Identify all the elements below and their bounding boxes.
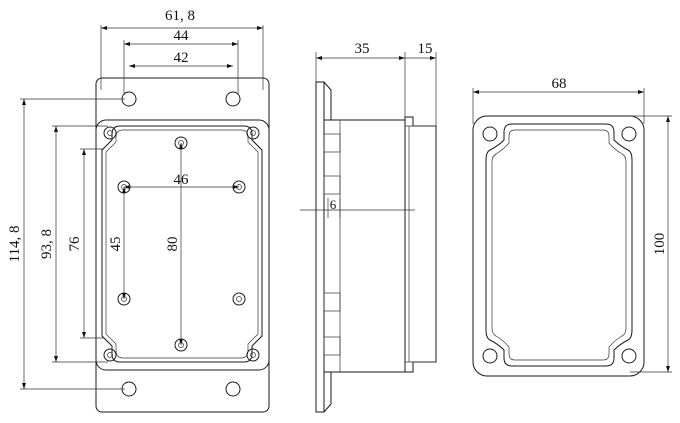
dim-wall: 6 bbox=[330, 197, 337, 212]
dim-total-height: 114, 8 bbox=[7, 226, 23, 263]
side-body bbox=[323, 119, 406, 373]
lid-screw-bl bbox=[482, 348, 498, 364]
corner-screw-tl bbox=[103, 126, 117, 140]
dim-lid-height: 100 bbox=[652, 233, 668, 256]
dim-lid-width: 68 bbox=[552, 76, 567, 92]
enclosure-body bbox=[95, 119, 270, 371]
lid-outline-inner bbox=[105, 129, 259, 359]
dim-inner-span: 42 bbox=[174, 50, 189, 66]
corner-screw-bl bbox=[103, 348, 117, 362]
dim-hole-span: 44 bbox=[174, 28, 190, 44]
lid-screw-tr bbox=[621, 126, 637, 142]
lid-screw-tl bbox=[482, 126, 498, 142]
lid-seal-inner bbox=[491, 129, 627, 361]
corner-screw-br bbox=[246, 348, 260, 362]
dim-lid: 15 bbox=[418, 41, 433, 57]
dim-center-height: 80 bbox=[165, 237, 181, 252]
front-view: 61, 8 44 42 46 114, 8 93, 8 76 bbox=[7, 8, 270, 413]
dim-depth: 35 bbox=[355, 41, 370, 57]
side-flange bbox=[315, 81, 325, 413]
corner-screw-tr bbox=[246, 126, 260, 140]
flange-hole-tr bbox=[225, 91, 241, 107]
dim-body-height: 93, 8 bbox=[39, 229, 55, 259]
side-lid bbox=[404, 116, 437, 373]
flange-hole-br bbox=[225, 381, 241, 397]
lid-outline-outer bbox=[101, 125, 263, 363]
boss-br bbox=[232, 292, 246, 306]
side-view: 35 15 6 bbox=[300, 41, 437, 413]
top-view: 68 100 bbox=[472, 76, 672, 377]
lid-outline bbox=[472, 115, 645, 377]
lid-seal-outer bbox=[485, 123, 633, 367]
lid-screw-br bbox=[621, 348, 637, 364]
dim-total-width: 61, 8 bbox=[165, 8, 195, 24]
dim-inner-height: 76 bbox=[67, 236, 83, 252]
dim-side-holes: 45 bbox=[108, 237, 124, 252]
